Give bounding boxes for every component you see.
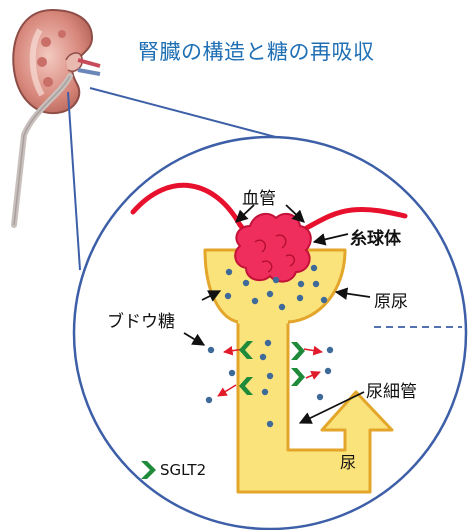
label-glucose: ブドウ糖	[107, 307, 175, 332]
label-blood-vessel: 血管	[242, 184, 276, 209]
legend-sglt2-label: SGLT2	[160, 461, 206, 479]
zoom-line-lower	[68, 92, 80, 270]
kidney-icon	[13, 10, 100, 225]
label-glomerulus: 糸球体	[350, 224, 401, 249]
label-primary-urine: 原尿	[374, 287, 408, 312]
label-urine: 尿	[340, 449, 356, 473]
label-renal-tubule: 尿細管	[366, 377, 417, 402]
page-title: 腎臓の構造と糖の再吸収	[138, 36, 375, 66]
